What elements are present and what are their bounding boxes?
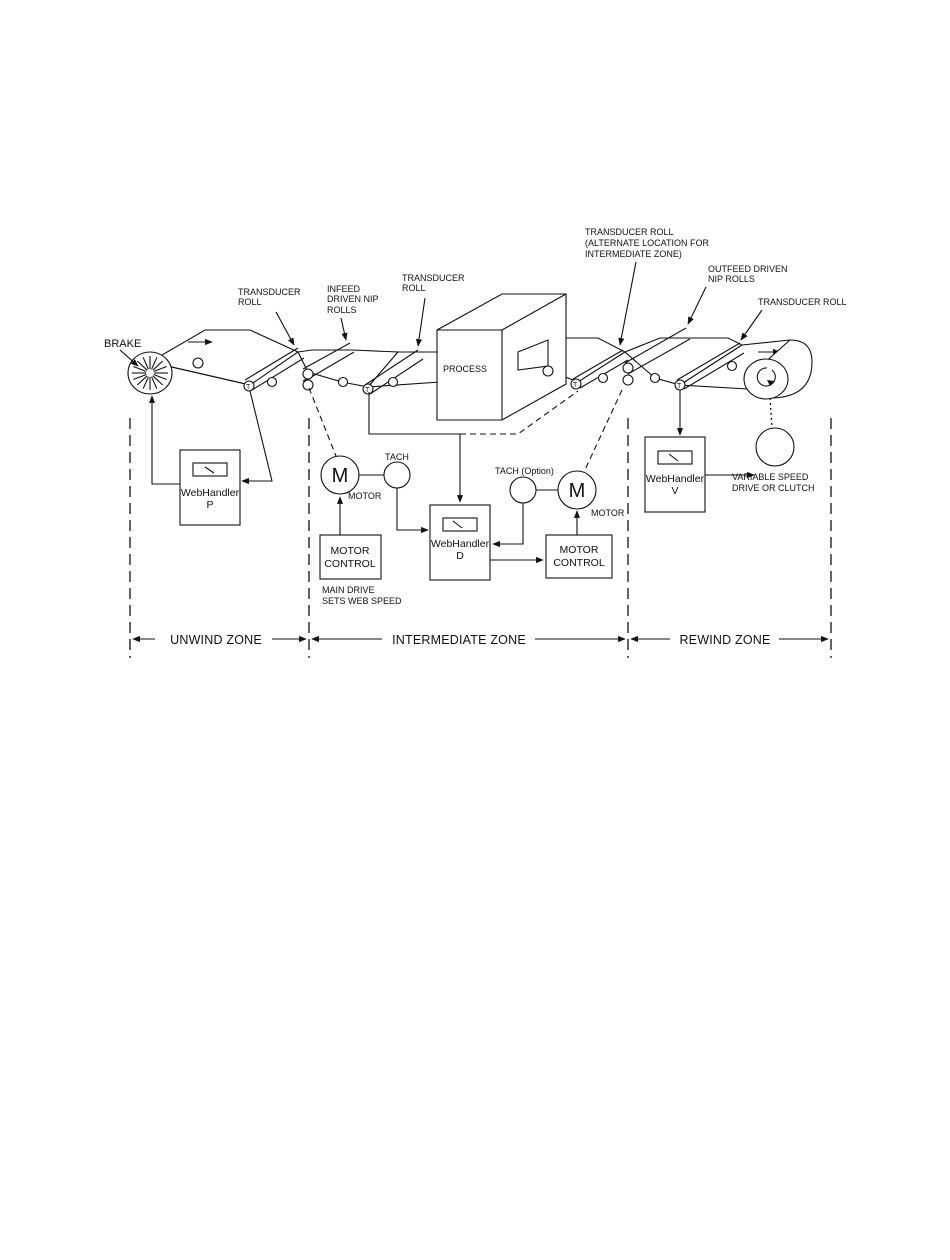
transducer-roll-3-label: TRANSDUCER ROLL — [758, 297, 847, 307]
brake-spoke — [151, 357, 158, 370]
svg-text:TRANSDUCER: TRANSDUCER — [402, 273, 465, 283]
motor-control-right: MOTOR CONTROL — [545, 534, 613, 579]
roll-set — [243, 342, 424, 395]
svg-text:T: T — [246, 384, 251, 391]
svg-text:TRANSDUCER ROLL: TRANSDUCER ROLL — [585, 227, 674, 237]
svg-text:TACH (Option): TACH (Option) — [495, 466, 554, 476]
brake-roll — [127, 351, 204, 395]
svg-text:WebHandler: WebHandler — [181, 487, 240, 499]
svg-text:M: M — [332, 465, 349, 487]
rewind-zone: REWIND ZONE — [630, 633, 829, 647]
zone-dividers — [129, 418, 832, 658]
tach-left: TACH — [383, 452, 411, 489]
brake-spoke — [136, 375, 148, 386]
svg-text:OUTFEED DRIVEN: OUTFEED DRIVEN — [708, 264, 788, 274]
svg-text:VARIABLE SPEED: VARIABLE SPEED — [732, 472, 809, 482]
roll-set-2 — [542, 327, 745, 391]
webhandler-d: WebHandler D — [429, 504, 491, 581]
motor-control-left: MOTOR CONTROL — [319, 534, 382, 580]
svg-text:D: D — [456, 550, 464, 562]
svg-text:MOTOR: MOTOR — [591, 508, 625, 518]
svg-text:CONTROL: CONTROL — [324, 558, 375, 570]
svg-text:ROLL: ROLL — [402, 283, 426, 293]
svg-text:INTERMEDIATE ZONE): INTERMEDIATE ZONE) — [585, 249, 682, 259]
brake-label: BRAKE — [104, 338, 141, 350]
svg-text:INTERMEDIATE ZONE: INTERMEDIATE ZONE — [392, 633, 526, 647]
svg-text:MOTOR: MOTOR — [348, 491, 382, 501]
webhandler-v: WebHandler V — [644, 436, 706, 513]
svg-text:MOTOR: MOTOR — [560, 544, 599, 556]
svg-text:ROLLS: ROLLS — [327, 305, 357, 315]
svg-text:MOTOR: MOTOR — [331, 545, 370, 557]
unwind-zone: UNWIND ZONE — [132, 633, 307, 647]
svg-text:M: M — [569, 480, 586, 502]
webhandler-p: WebHandler P — [179, 449, 241, 526]
process-label: PROCESS — [443, 364, 487, 374]
svg-text:REWIND ZONE: REWIND ZONE — [679, 633, 770, 647]
main-drive-label: MAIN DRIVE SETS WEB SPEED — [322, 585, 402, 606]
brake-spoke — [136, 360, 148, 371]
process-block: PROCESS — [436, 293, 567, 421]
svg-text:WebHandler: WebHandler — [646, 473, 705, 485]
svg-text:UNWIND ZONE: UNWIND ZONE — [170, 633, 262, 647]
svg-text:T: T — [677, 383, 682, 390]
brake-spoke — [142, 357, 149, 370]
svg-text:INFEED: INFEED — [327, 284, 361, 294]
variable-speed-drive: VARIABLE SPEED DRIVE OR CLUTCH — [732, 427, 815, 493]
svg-text:CONTROL: CONTROL — [553, 557, 604, 569]
intermediate-zone: INTERMEDIATE ZONE — [311, 633, 626, 647]
svg-text:P: P — [206, 499, 213, 511]
svg-text:TRANSDUCER: TRANSDUCER — [238, 287, 301, 297]
transducer-roll-alt-label: TRANSDUCER ROLL (ALTERNATE LOCATION FOR … — [585, 227, 710, 259]
svg-text:DRIVE OR CLUTCH: DRIVE OR CLUTCH — [732, 483, 815, 493]
rewind-roll — [743, 339, 813, 400]
svg-text:TACH: TACH — [385, 452, 409, 462]
svg-text:SETS WEB SPEED: SETS WEB SPEED — [322, 596, 402, 606]
process-motor: M MOTOR — [557, 470, 625, 518]
svg-text:ROLL: ROLL — [238, 297, 262, 307]
brake-spoke — [151, 376, 158, 389]
outfeed-nip-label: OUTFEED DRIVEN NIP ROLLS — [708, 264, 788, 284]
transducer-roll-2-label: TRANSDUCER ROLL — [402, 273, 465, 293]
brake-spoke — [133, 365, 147, 372]
svg-text:V: V — [671, 485, 678, 497]
svg-text:(ALTERNATE LOCATION FOR: (ALTERNATE LOCATION FOR — [585, 238, 710, 248]
tach-option: TACH (Option) — [495, 466, 554, 504]
svg-text:WebHandler: WebHandler — [431, 538, 490, 550]
tension-markers: T T T T — [246, 382, 682, 394]
svg-text:NIP ROLLS: NIP ROLLS — [708, 274, 755, 284]
brake-spoke — [153, 374, 167, 381]
brake-spoke — [153, 365, 167, 372]
svg-text:MAIN DRIVE: MAIN DRIVE — [322, 585, 375, 595]
brake-spoke — [152, 360, 164, 371]
svg-text:DRIVEN NIP: DRIVEN NIP — [327, 294, 379, 304]
svg-text:T: T — [573, 382, 578, 389]
main-drive-motor: M MOTOR — [320, 455, 382, 501]
brake-spoke — [152, 375, 164, 386]
transducer-roll-1-label: TRANSDUCER ROLL — [238, 287, 301, 307]
infeed-nip-label: INFEED DRIVEN NIP ROLLS — [327, 284, 379, 315]
svg-text:T: T — [365, 387, 370, 394]
brake-spoke — [133, 374, 147, 381]
brake-spoke — [142, 376, 149, 389]
